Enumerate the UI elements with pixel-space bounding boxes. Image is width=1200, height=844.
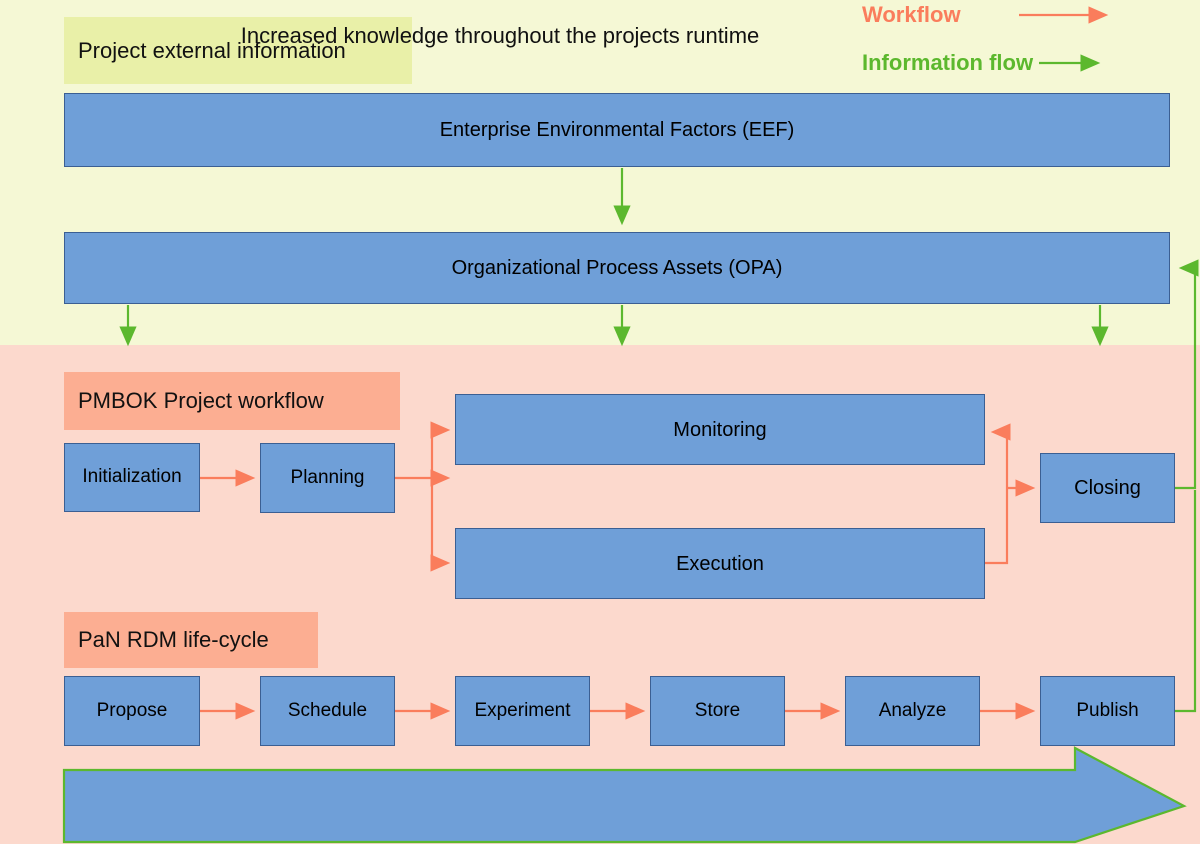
banner-pmbok-project-workflow: PMBOK Project workflow: [64, 372, 400, 430]
arrow-right-icon: [1039, 54, 1101, 72]
legend-item-workflow: Workflow: [862, 2, 1117, 28]
node-publish[interactable]: Publish: [1040, 676, 1175, 746]
node-execution[interactable]: Execution: [455, 528, 985, 599]
node-organizational-process-assets[interactable]: Organizational Process Assets (OPA): [64, 232, 1170, 304]
legend-label-workflow: Workflow: [862, 2, 961, 27]
node-experiment[interactable]: Experiment: [455, 676, 590, 746]
node-planning[interactable]: Planning: [260, 443, 395, 513]
node-enterprise-environmental-factors[interactable]: Enterprise Environmental Factors (EEF): [64, 93, 1170, 167]
node-monitoring[interactable]: Monitoring: [455, 394, 985, 465]
node-analyze[interactable]: Analyze: [845, 676, 980, 746]
node-schedule[interactable]: Schedule: [260, 676, 395, 746]
node-initialization[interactable]: Initialization: [64, 443, 200, 512]
banner-pan-rdm-life-cycle: PaN RDM life-cycle: [64, 612, 318, 668]
node-propose[interactable]: Propose: [64, 676, 200, 746]
legend-label-information-flow: Information flow: [862, 50, 1034, 75]
arrow-right-icon: [1018, 6, 1108, 24]
banner-project-external-information: Project external information: [64, 17, 412, 84]
legend-item-information-flow: Information flow: [862, 50, 1109, 76]
node-closing[interactable]: Closing: [1040, 453, 1175, 523]
node-store[interactable]: Store: [650, 676, 785, 746]
